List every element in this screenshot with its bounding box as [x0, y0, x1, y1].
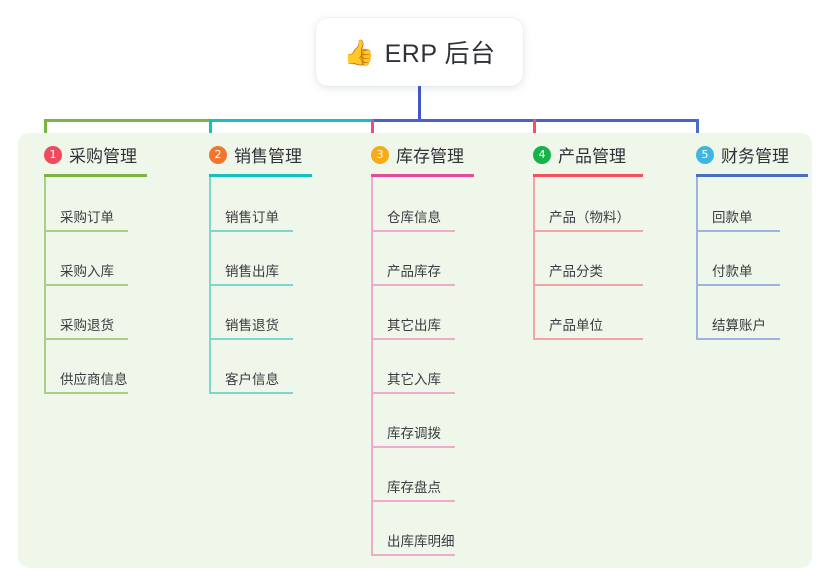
branch-item-rule [371, 446, 455, 448]
branch-item[interactable]: 付款单 [696, 240, 780, 286]
branch-item-label: 结算账户 [712, 318, 766, 333]
branch-item-rule [209, 338, 293, 340]
branch-item-rule [371, 392, 455, 394]
branch-item[interactable]: 库存盘点 [371, 456, 455, 502]
branch-item[interactable]: 供应商信息 [44, 348, 128, 394]
branch-item[interactable]: 产品库存 [371, 240, 455, 286]
branch-item-rule [371, 500, 455, 502]
branch-item-rule [371, 554, 455, 556]
branch-number-badge: 1 [44, 145, 62, 164]
branch-item-rule [533, 230, 643, 232]
thumbs-up-icon: 👍 [343, 37, 375, 67]
connector-bar-segment-1 [44, 119, 212, 122]
branch-item-rule [533, 338, 643, 340]
branch-item[interactable]: 采购入库 [44, 240, 128, 286]
branch-title: 采购管理 [69, 147, 137, 166]
branch-item-rule [371, 338, 455, 340]
branch-item[interactable]: 产品（物料） [533, 186, 643, 232]
branch-item[interactable]: 产品单位 [533, 294, 643, 340]
branch-header-rule [533, 174, 643, 177]
branch-item[interactable]: 其它入库 [371, 348, 455, 394]
branch-item[interactable]: 客户信息 [209, 348, 293, 394]
branch-title: 产品管理 [558, 147, 626, 166]
branch-item[interactable]: 仓库信息 [371, 186, 455, 232]
branch-title: 销售管理 [234, 147, 302, 166]
branch-item[interactable]: 出库库明细 [371, 510, 455, 556]
branch-item-label: 产品库存 [387, 264, 441, 279]
branch-header-rule [696, 174, 808, 177]
branch-item[interactable]: 其它出库 [371, 294, 455, 340]
branch-item[interactable]: 采购退货 [44, 294, 128, 340]
branch-item[interactable]: 产品分类 [533, 240, 643, 286]
branch-item[interactable]: 采购订单 [44, 186, 128, 232]
branches-panel: 1 采购管理采购订单采购入库采购退货供应商信息 2 销售管理销售订单销售出库销售退货客… [18, 133, 812, 568]
branch-item-rule [44, 338, 128, 340]
root-node[interactable]: 👍 ERP 后台 [316, 18, 523, 86]
branch-item-rule [44, 284, 128, 286]
branch-item-label: 付款单 [712, 264, 753, 279]
branch-header-财务管理[interactable]: 5 财务管理 [696, 142, 789, 167]
branch-item-label: 销售退货 [225, 318, 279, 333]
branch-item-rule [209, 230, 293, 232]
branch-header-采购管理[interactable]: 1 采购管理 [44, 142, 137, 167]
branch-item-label: 产品单位 [549, 318, 603, 333]
branch-spine [533, 177, 535, 340]
branch-item-rule [44, 392, 128, 394]
branch-item-rule [44, 230, 128, 232]
branch-number-badge: 5 [696, 145, 714, 164]
branch-item-label: 客户信息 [225, 372, 279, 387]
branch-header-rule [209, 174, 312, 177]
branch-item-label: 采购退货 [60, 318, 114, 333]
branch-item-label: 采购入库 [60, 264, 114, 279]
connector-bar-segment-2 [209, 119, 374, 122]
branch-item-label: 销售出库 [225, 264, 279, 279]
branch-item-label: 回款单 [712, 210, 753, 225]
branch-item-label: 产品分类 [549, 264, 603, 279]
branch-item-label: 其它入库 [387, 372, 441, 387]
branch-item[interactable]: 库存调拨 [371, 402, 455, 448]
branch-title: 库存管理 [396, 147, 464, 166]
branch-item-rule [533, 284, 643, 286]
root-stem-line [418, 86, 421, 122]
branch-item-rule [371, 284, 455, 286]
branch-item-label: 其它出库 [387, 318, 441, 333]
branch-header-库存管理[interactable]: 3 库存管理 [371, 142, 464, 167]
branch-item[interactable]: 回款单 [696, 186, 780, 232]
branch-item-rule [209, 392, 293, 394]
branch-number-badge: 4 [533, 145, 551, 164]
branch-header-销售管理[interactable]: 2 销售管理 [209, 142, 302, 167]
branch-item-rule [696, 230, 780, 232]
branch-item-label: 库存盘点 [387, 480, 441, 495]
branch-title: 财务管理 [721, 147, 789, 166]
root-title: ERP 后台 [384, 40, 496, 68]
branch-item-label: 采购订单 [60, 210, 114, 225]
branch-item-rule [696, 284, 780, 286]
branch-header-rule [371, 174, 474, 177]
branch-item-label: 产品（物料） [549, 210, 630, 225]
branch-item-label: 库存调拨 [387, 426, 441, 441]
branch-item-label: 供应商信息 [60, 372, 128, 387]
branch-item-label: 仓库信息 [387, 210, 441, 225]
branch-item[interactable]: 销售订单 [209, 186, 293, 232]
branch-item-label: 出库库明细 [387, 534, 455, 549]
branch-item-rule [209, 284, 293, 286]
branch-number-badge: 2 [209, 145, 227, 164]
branch-number-badge: 3 [371, 145, 389, 164]
branch-item-rule [371, 230, 455, 232]
branch-header-rule [44, 174, 147, 177]
branch-item-rule [696, 338, 780, 340]
branch-spine [696, 177, 698, 340]
branch-header-产品管理[interactable]: 4 产品管理 [533, 142, 626, 167]
branch-item[interactable]: 销售出库 [209, 240, 293, 286]
branch-spine [371, 177, 373, 556]
branch-item[interactable]: 销售退货 [209, 294, 293, 340]
branch-item[interactable]: 结算账户 [696, 294, 780, 340]
branch-item-label: 销售订单 [225, 210, 279, 225]
